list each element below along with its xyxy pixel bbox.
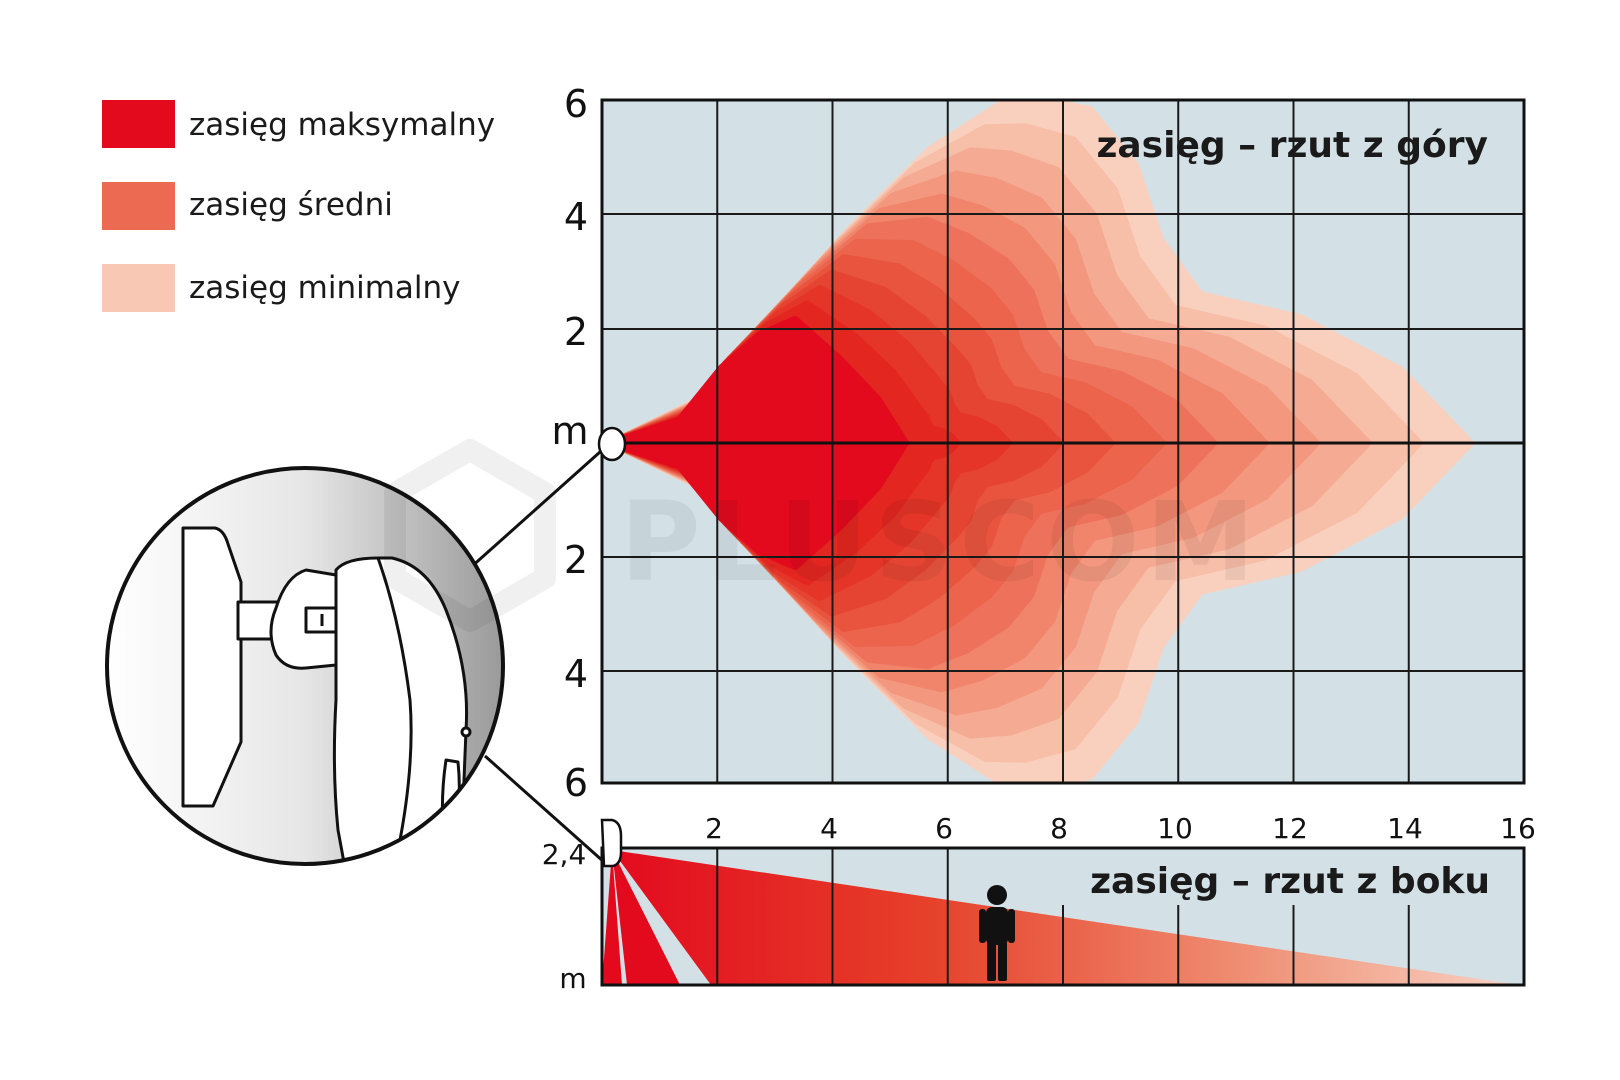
- swivel-joint: [269, 568, 338, 670]
- x-label-10: 10: [1157, 812, 1193, 845]
- legend-label-max: zasięg maksymalny: [189, 107, 495, 143]
- x-axis-labels: 2 4 6 8 10 12 14 16: [705, 812, 1536, 845]
- x-label-2: 2: [705, 812, 723, 845]
- y-label-lower-2: 2: [564, 538, 588, 582]
- x-label-12: 12: [1272, 812, 1308, 845]
- wall-bracket: [181, 526, 243, 808]
- zoom-line-top: [469, 450, 601, 570]
- zoom-circle-outline: [105, 466, 505, 866]
- side-height-label: 2,4: [542, 838, 587, 871]
- person-icon: [979, 885, 1015, 981]
- legend-label-min: zasięg minimalny: [189, 270, 461, 306]
- side-beam-near-1: [612, 850, 680, 985]
- side-view-panel: zasięg – rzut z boku 2,4 m: [542, 818, 1526, 995]
- top-view-title: zasięg – rzut z góry: [1096, 125, 1488, 166]
- watermark-text: PLUSCOM: [620, 478, 1261, 606]
- y-label-lower-4: 4: [564, 652, 588, 696]
- legend-item-mid: zasięg średni: [102, 182, 393, 230]
- side-view-frame: [600, 846, 1526, 987]
- x-label-4: 4: [820, 812, 838, 845]
- pir-sensor-icon: [597, 426, 627, 462]
- legend: zasięg maksymalny zasięg średni zasięg m…: [102, 100, 495, 312]
- legend-swatch-min: [102, 264, 175, 312]
- y-label-upper-4: 4: [564, 195, 588, 239]
- sensor-drawing: [181, 526, 472, 864]
- legend-swatch-max: [102, 100, 175, 148]
- legend-item-max: zasięg maksymalny: [102, 100, 495, 148]
- legend-swatch-mid: [102, 182, 175, 230]
- y-label-upper-6: 6: [564, 82, 588, 126]
- sensor-front-edge: [376, 557, 413, 864]
- side-view-grid: [716, 848, 1410, 985]
- pir-sensor-side-icon: [600, 818, 623, 868]
- sensor-led: [460, 726, 472, 738]
- side-unit-label: m: [559, 962, 586, 995]
- y-label-upper-2: 2: [564, 310, 588, 354]
- legend-label-mid: zasięg średni: [189, 187, 393, 223]
- x-label-6: 6: [935, 812, 953, 845]
- side-view-title: zasięg – rzut z boku: [1090, 861, 1490, 902]
- zoom-line-bottom: [484, 754, 605, 864]
- y-label-lower-6: 6: [564, 761, 588, 805]
- watermark-logo-icon: [384, 439, 556, 632]
- sensor-zoom-detail: [105, 466, 505, 866]
- top-unit-label: m: [551, 409, 588, 453]
- x-label-16: 16: [1500, 812, 1536, 845]
- top-view-panel: zasięg – rzut z góry 6 4 2 m 2 4 6: [551, 82, 1526, 805]
- side-beam-near-2: [602, 850, 622, 985]
- legend-item-min: zasięg minimalny: [102, 264, 461, 312]
- x-label-8: 8: [1050, 812, 1068, 845]
- x-label-14: 14: [1387, 812, 1423, 845]
